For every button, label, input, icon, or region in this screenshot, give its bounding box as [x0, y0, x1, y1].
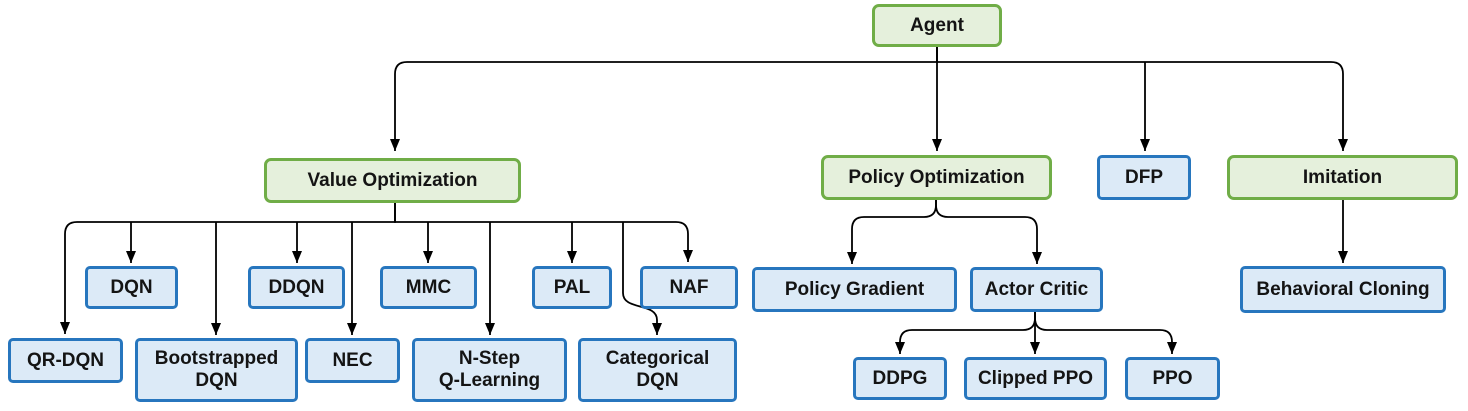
node-policy-optimization: Policy Optimization: [821, 155, 1052, 200]
edge-ac-ppo: [1034, 312, 1177, 354]
node-dqn: DQN: [85, 266, 178, 309]
node-policy-gradient: Policy Gradient: [752, 267, 957, 312]
node-imitation: Imitation: [1227, 155, 1458, 200]
node-mmc: MMC: [380, 266, 477, 309]
node-behavioral-cloning: Behavioral Cloning: [1240, 266, 1446, 313]
edge-agent-value-optimization: [390, 47, 938, 151]
node-ddqn: DDQN: [248, 266, 345, 309]
node-nec: NEC: [305, 338, 400, 383]
edge-vo-naf: [394, 203, 693, 262]
node-naf: NAF: [640, 266, 738, 309]
node-pal: PAL: [532, 266, 612, 309]
node-actor-critic: Actor Critic: [970, 267, 1103, 312]
node-ppo: PPO: [1125, 357, 1220, 400]
edge-po-policy-gradient: [847, 200, 937, 264]
edge-po-actor-critic: [935, 200, 1042, 264]
node-agent: Agent: [872, 4, 1002, 47]
node-dfp: DFP: [1097, 155, 1191, 200]
node-qr-dqn: QR-DQN: [8, 338, 123, 383]
edge-agent-imitation: [936, 47, 1348, 151]
node-n-step-q-learning: N-Step Q-Learning: [412, 338, 567, 402]
edge-ac-ddpg: [895, 312, 1036, 354]
node-ddpg: DDPG: [853, 357, 947, 400]
node-bootstrapped-dqn: Bootstrapped DQN: [135, 338, 298, 402]
node-value-optimization: Value Optimization: [264, 158, 521, 203]
node-categorical-dqn: Categorical DQN: [578, 338, 737, 402]
edge-vo-qr-dqn: [60, 203, 396, 334]
node-clipped-ppo: Clipped PPO: [964, 357, 1107, 400]
